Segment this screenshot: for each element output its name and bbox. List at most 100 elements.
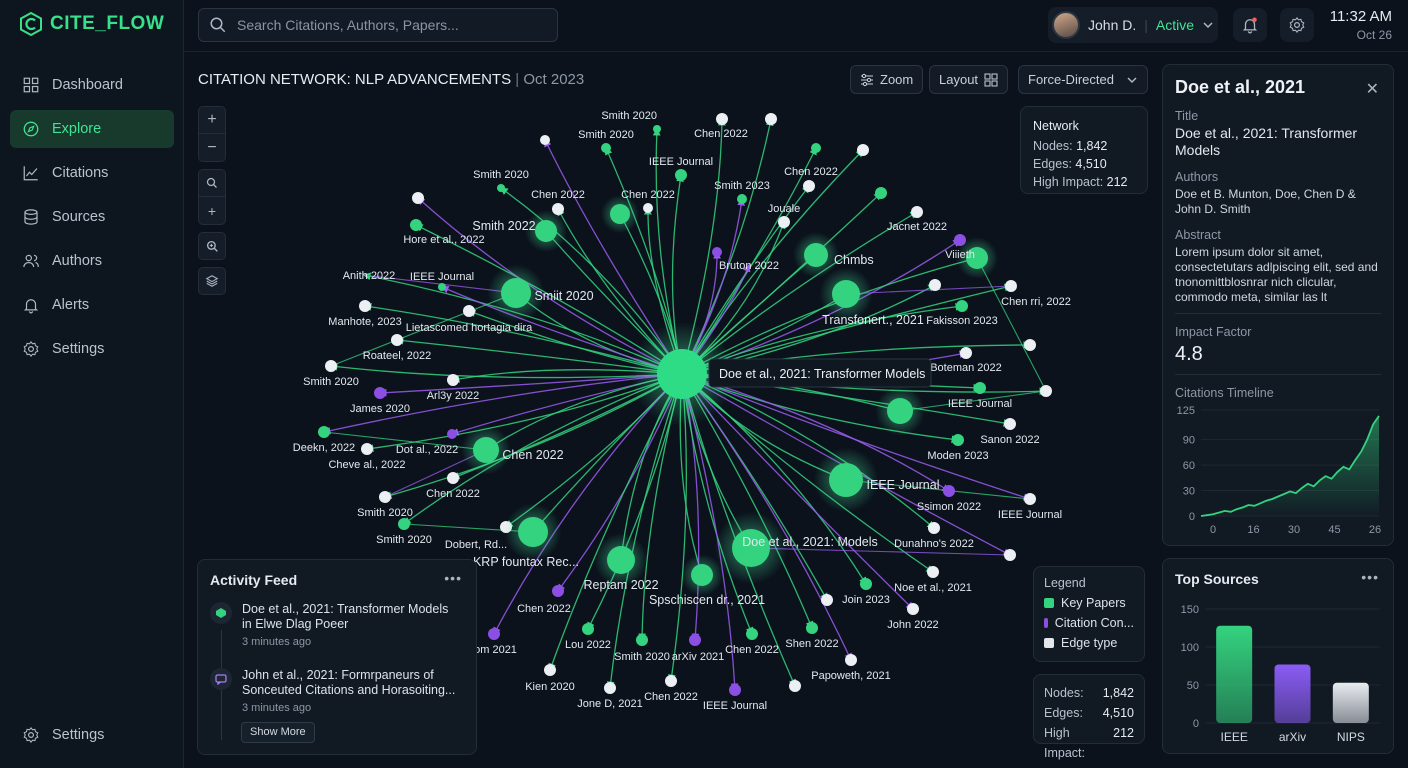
- graph-node[interactable]: [806, 622, 818, 634]
- activity-item[interactable]: John et al., 2021: Formrpaneurs of Sonce…: [210, 668, 464, 714]
- graph-node[interactable]: [438, 283, 446, 291]
- graph-node[interactable]: [712, 247, 722, 257]
- graph-node[interactable]: [518, 517, 548, 547]
- graph-node[interactable]: [653, 125, 661, 133]
- graph-node[interactable]: [729, 684, 741, 696]
- graph-node[interactable]: [887, 398, 913, 424]
- sidebar-item-citations[interactable]: Citations: [10, 154, 174, 192]
- graph-node[interactable]: [804, 243, 828, 267]
- sidebar-item-alerts[interactable]: Alerts: [10, 286, 174, 324]
- graph-node[interactable]: [803, 180, 815, 192]
- graph-node[interactable]: [737, 194, 747, 204]
- graph-node[interactable]: [943, 485, 955, 497]
- graph-node[interactable]: [974, 382, 986, 394]
- graph-node[interactable]: [911, 206, 923, 218]
- graph-node[interactable]: [665, 675, 677, 687]
- graph-node[interactable]: [952, 434, 964, 446]
- graph-node[interactable]: [361, 443, 373, 455]
- graph-node[interactable]: [540, 135, 550, 145]
- graph-node[interactable]: [488, 628, 500, 640]
- graph-node[interactable]: [447, 374, 459, 386]
- sidebar-item-settings-bottom[interactable]: Settings: [10, 716, 174, 754]
- graph-node[interactable]: [410, 219, 422, 231]
- graph-node[interactable]: [643, 203, 653, 213]
- graph-node[interactable]: [607, 546, 635, 574]
- sidebar-item-dashboard[interactable]: Dashboard: [10, 66, 174, 104]
- graph-node[interactable]: [927, 566, 939, 578]
- graph-node[interactable]: [845, 654, 857, 666]
- graph-node[interactable]: [929, 279, 941, 291]
- graph-node[interactable]: [1004, 549, 1016, 561]
- graph-node[interactable]: [875, 187, 887, 199]
- more-icon[interactable]: •••: [444, 570, 462, 586]
- graph-node[interactable]: [1024, 339, 1036, 351]
- show-more-button[interactable]: Show More: [241, 722, 315, 743]
- settings-button[interactable]: [1280, 8, 1314, 42]
- graph-node[interactable]: [374, 387, 386, 399]
- sidebar-item-explore[interactable]: Explore: [10, 110, 174, 148]
- user-menu[interactable]: John D. | Active: [1048, 7, 1218, 43]
- graph-node[interactable]: [907, 603, 919, 615]
- graph-node[interactable]: [689, 634, 701, 646]
- graph-node[interactable]: [811, 143, 821, 153]
- graph-node[interactable]: [601, 143, 611, 153]
- graph-node[interactable]: [359, 300, 371, 312]
- graph-node[interactable]: [1024, 493, 1036, 505]
- more-icon[interactable]: •••: [1361, 569, 1379, 585]
- graph-node[interactable]: [447, 472, 459, 484]
- graph-node[interactable]: [778, 216, 790, 228]
- graph-node[interactable]: [501, 278, 531, 308]
- graph-node[interactable]: [473, 437, 499, 463]
- close-icon[interactable]: ✕: [1365, 81, 1379, 98]
- graph-node[interactable]: [412, 192, 424, 204]
- graph-node[interactable]: [1005, 280, 1017, 292]
- graph-node[interactable]: [1040, 385, 1052, 397]
- graph-node[interactable]: [732, 529, 770, 567]
- bar-arxiv[interactable]: [1274, 664, 1311, 723]
- logo[interactable]: CITE_FLOW: [20, 12, 164, 36]
- graph-node[interactable]: [398, 518, 410, 530]
- zoom-out-button[interactable]: −: [198, 134, 226, 162]
- sidebar-item-authors[interactable]: Authors: [10, 242, 174, 280]
- sidebar-item-settings[interactable]: Settings: [10, 330, 174, 368]
- zoom-in-button[interactable]: +: [198, 106, 226, 134]
- graph-node[interactable]: [829, 463, 863, 497]
- graph-node[interactable]: [832, 280, 860, 308]
- graph-node[interactable]: [447, 429, 457, 439]
- graph-node[interactable]: [716, 113, 728, 125]
- graph-node[interactable]: [463, 305, 475, 317]
- graph-node[interactable]: [1004, 418, 1016, 430]
- search-graph-button[interactable]: [198, 169, 226, 197]
- graph-node[interactable]: [821, 594, 833, 606]
- graph-node[interactable]: [552, 585, 564, 597]
- layers-button[interactable]: [198, 267, 226, 295]
- graph-node[interactable]: [857, 144, 869, 156]
- notifications-button[interactable]: [1233, 8, 1267, 42]
- graph-node[interactable]: [544, 664, 556, 676]
- bar-ieee[interactable]: [1216, 625, 1253, 723]
- bar-nips[interactable]: [1332, 682, 1369, 723]
- graph-node[interactable]: [675, 169, 687, 181]
- graph-node[interactable]: [604, 682, 616, 694]
- graph-node[interactable]: [610, 204, 630, 224]
- graph-node[interactable]: [746, 628, 758, 640]
- zoom-button[interactable]: Zoom: [850, 65, 924, 94]
- graph-node[interactable]: [765, 113, 777, 125]
- graph-node[interactable]: [535, 220, 557, 242]
- graph-node[interactable]: [497, 184, 505, 192]
- layout-button[interactable]: Layout: [929, 65, 1009, 94]
- graph-node[interactable]: [966, 247, 988, 269]
- graph-node[interactable]: [960, 347, 972, 359]
- graph-node[interactable]: [691, 564, 713, 586]
- search-input[interactable]: [237, 17, 537, 33]
- graph-node[interactable]: [636, 634, 648, 646]
- activity-item[interactable]: Doe et al., 2021: Transformer Models in …: [210, 602, 464, 648]
- graph-node[interactable]: [789, 680, 801, 692]
- zoom-fit-button[interactable]: [198, 232, 226, 260]
- graph-node[interactable]: [860, 578, 872, 590]
- graph-node[interactable]: [582, 623, 594, 635]
- graph-node[interactable]: [552, 203, 564, 215]
- center-node[interactable]: [657, 349, 707, 399]
- graph-node[interactable]: [325, 360, 337, 372]
